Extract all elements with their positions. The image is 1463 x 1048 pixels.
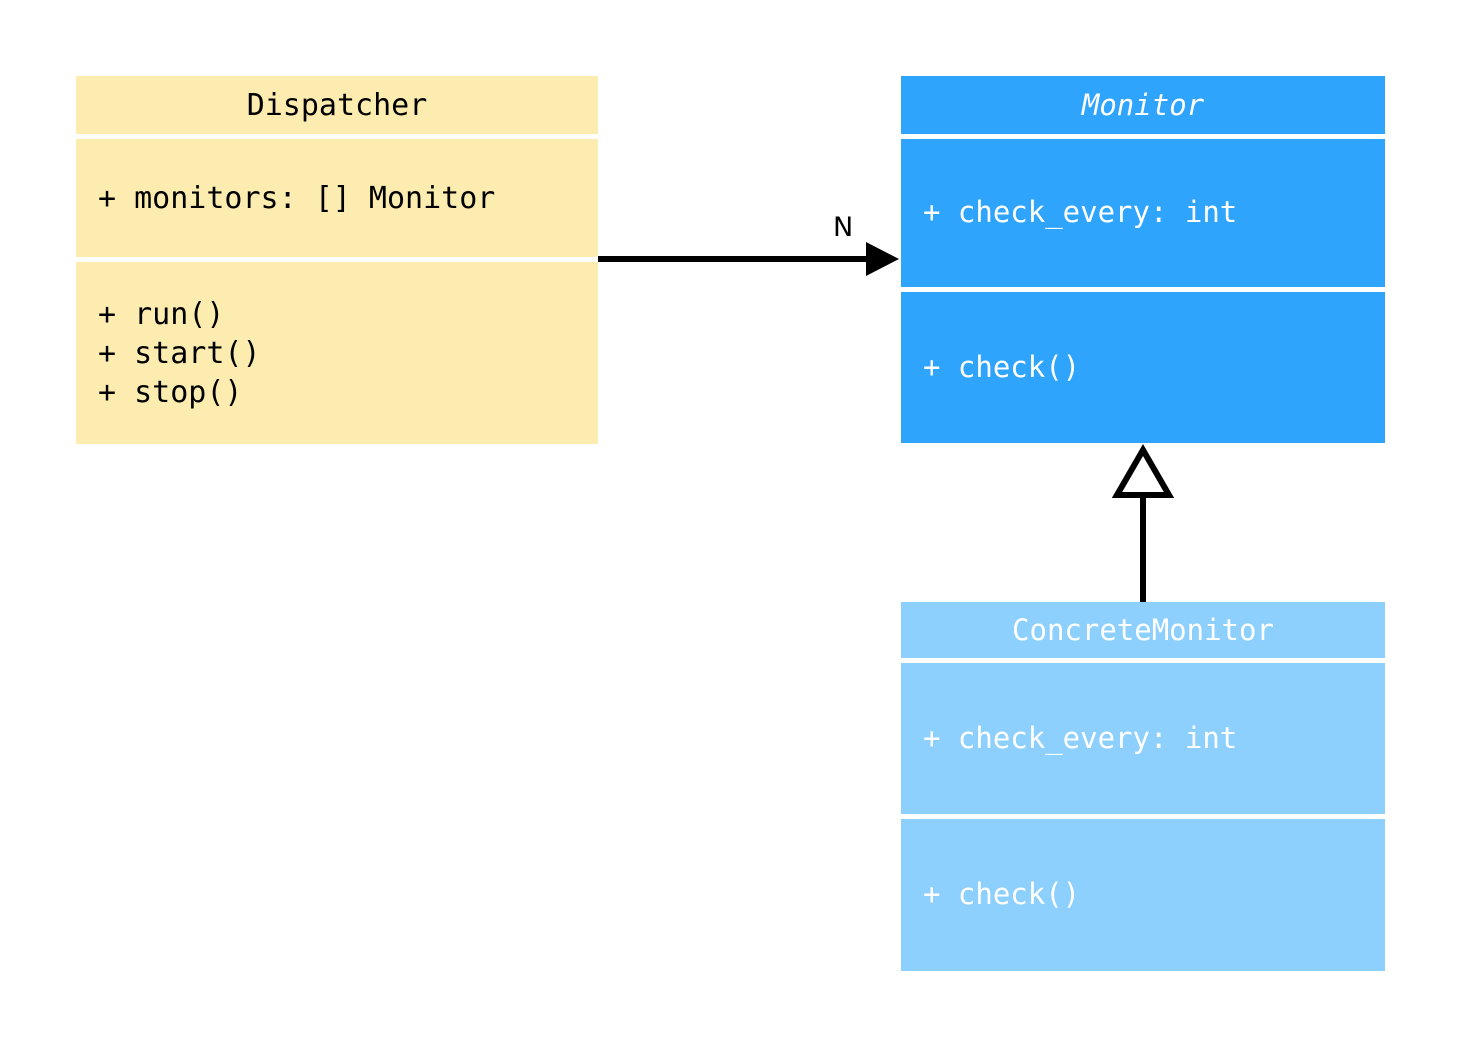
class-methods-compartment-monitor: + check()	[901, 292, 1385, 443]
class-title-compartment-dispatcher: Dispatcher	[76, 76, 598, 134]
class-name-concrete-monitor: ConcreteMonitor	[1012, 613, 1274, 647]
association-multiplicity-label: N	[833, 212, 854, 243]
compartment-divider	[901, 134, 1385, 139]
hollow-triangle-arrowhead-icon	[1111, 444, 1175, 498]
compartment-divider	[76, 257, 598, 262]
class-name-dispatcher: Dispatcher	[246, 87, 428, 123]
compartment-divider	[76, 134, 598, 139]
compartment-divider	[901, 658, 1385, 663]
class-box-dispatcher[interactable]: Dispatcher + monitors: [] Monitor + run(…	[76, 76, 598, 444]
class-attributes-compartment-concrete-monitor: + check_every: int	[901, 663, 1385, 814]
method-item: + check()	[923, 877, 1081, 912]
attribute-item: + monitors: [] Monitor	[98, 180, 496, 216]
class-methods-compartment-dispatcher: + run() + start() + stop()	[76, 262, 598, 444]
relationship-association-dispatcher-monitor	[598, 242, 899, 276]
method-item: + start()	[98, 335, 261, 371]
class-attributes-compartment-dispatcher: + monitors: [] Monitor	[76, 139, 598, 257]
class-box-concrete-monitor[interactable]: ConcreteMonitor + check_every: int + che…	[901, 602, 1385, 971]
relationship-generalization-concrete-monitor	[1111, 444, 1175, 602]
class-title-compartment-concrete-monitor: ConcreteMonitor	[901, 602, 1385, 658]
class-title-compartment-monitor: Monitor	[901, 76, 1385, 134]
class-methods-compartment-concrete-monitor: + check()	[901, 819, 1385, 971]
attribute-item: + check_every: int	[923, 195, 1238, 230]
compartment-divider	[901, 814, 1385, 819]
attribute-item: + check_every: int	[923, 720, 1238, 755]
filled-arrowhead-icon	[866, 242, 899, 276]
compartment-divider	[901, 287, 1385, 292]
method-item: + run()	[98, 296, 225, 332]
method-item: + stop()	[98, 374, 243, 410]
class-attributes-compartment-monitor: + check_every: int	[901, 139, 1385, 287]
method-item: + check()	[923, 349, 1081, 384]
class-box-monitor[interactable]: Monitor + check_every: int + check()	[901, 76, 1385, 443]
class-name-monitor: Monitor	[1081, 88, 1205, 122]
